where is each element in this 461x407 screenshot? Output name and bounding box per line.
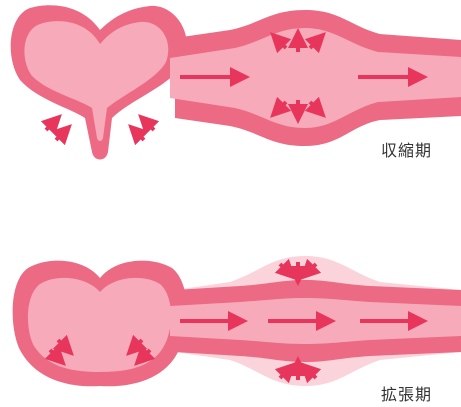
systole-squeeze-arrow [56,134,62,140]
systole-label: 収縮期 [381,137,432,161]
systole-squeeze-arrow [148,124,154,130]
diastole-panel [13,256,461,386]
diastole-label: 拡張期 [381,381,432,405]
systole-squeeze-arrow [46,124,52,130]
systole-heart-lumen [24,21,168,141]
diastole-heart-lumen [28,278,171,372]
systole-squeeze-arrow [138,134,144,140]
